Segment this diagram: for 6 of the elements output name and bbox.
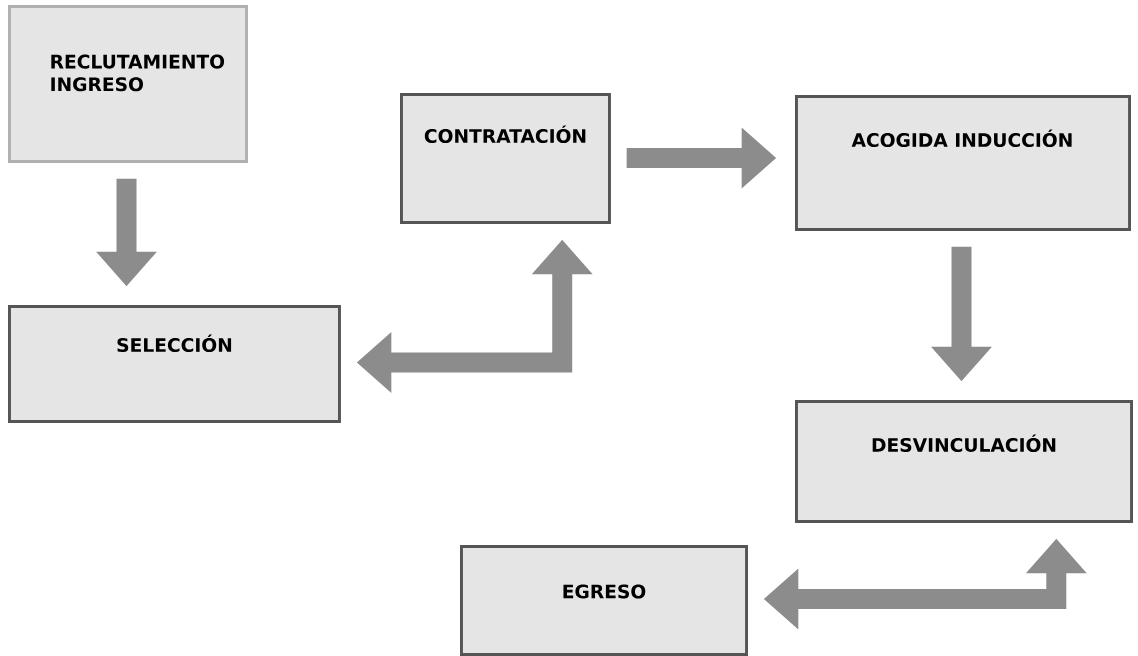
process-box: RECLUTAMIENTO INGRESO [8, 5, 248, 163]
process-box: CONTRATACIÓN [400, 93, 611, 224]
process-box: SELECCIÓN [8, 305, 341, 423]
process-box: EGRESO [460, 545, 748, 656]
process-box: DESVINCULACIÓN [795, 400, 1133, 523]
process-box: ACOGIDA INDUCCIÓN [795, 95, 1131, 231]
